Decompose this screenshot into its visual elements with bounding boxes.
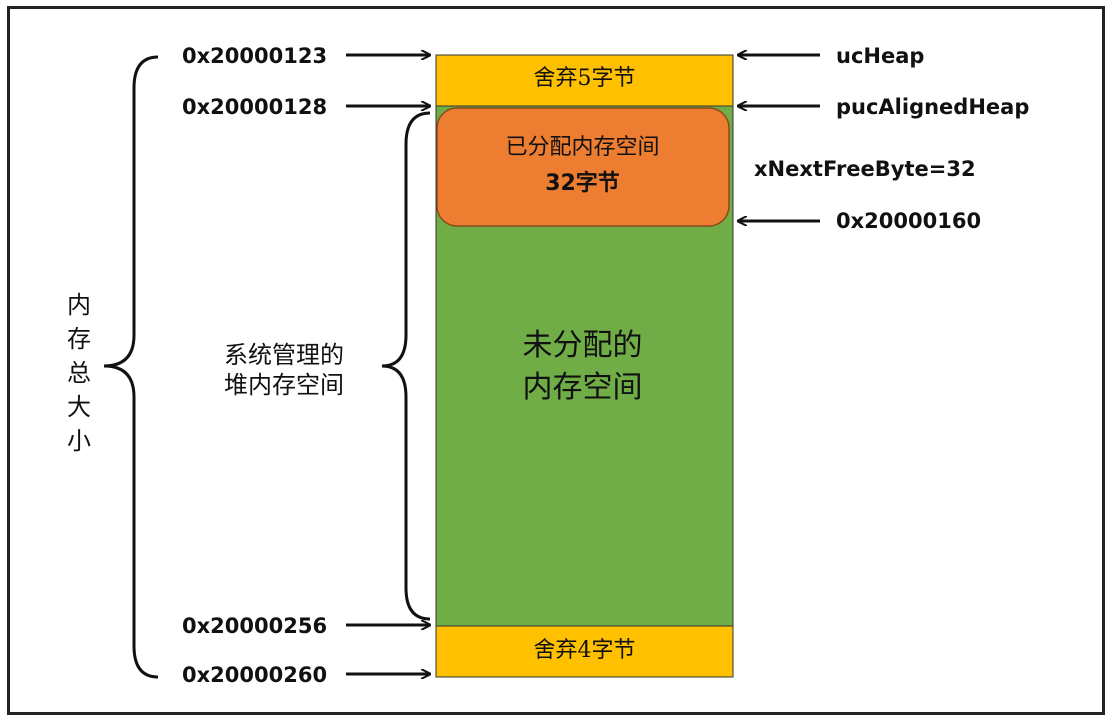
total-size-label: 内存总大小 [67, 291, 91, 455]
bottom-discard-segment [435, 625, 734, 678]
pointer-aligned-heap: pucAlignedHeap [836, 95, 1030, 119]
address-total-end: 0x20000260 [182, 663, 328, 687]
address-heap-end: 0x20000256 [182, 614, 328, 638]
top-discard-segment [435, 54, 734, 107]
pointer-next-free-byte: xNextFreeByte=32 [754, 157, 976, 181]
allocated-block [436, 107, 730, 227]
managed-heap-label: 系统管理的 堆内存空间 [196, 340, 372, 400]
managed-heap-label-line1: 系统管理的 [224, 341, 344, 369]
address-next-free: 0x20000160 [836, 209, 982, 233]
free-label-line2: 内存空间 [522, 370, 643, 405]
managed-heap-label-line2: 堆内存空间 [224, 371, 344, 399]
free-segment-label: 未分配的 内存空间 [436, 325, 729, 409]
allocated-block-label: 已分配内存空间 32字节 [436, 130, 729, 202]
address-top-start: 0x20000123 [182, 44, 328, 68]
total-size-brace [103, 55, 159, 679]
free-label-line1: 未分配的 [522, 328, 643, 363]
managed-heap-brace [381, 111, 431, 621]
allocated-label-line1: 已分配内存空间 [505, 135, 660, 160]
top-discard-label: 舍弃5字节 [533, 66, 636, 91]
pointer-uc-heap: ucHeap [836, 44, 925, 68]
bottom-discard-label: 舍弃4字节 [533, 638, 636, 663]
address-aligned-start: 0x20000128 [182, 95, 328, 119]
allocated-label-line2: 32字节 [545, 171, 620, 196]
